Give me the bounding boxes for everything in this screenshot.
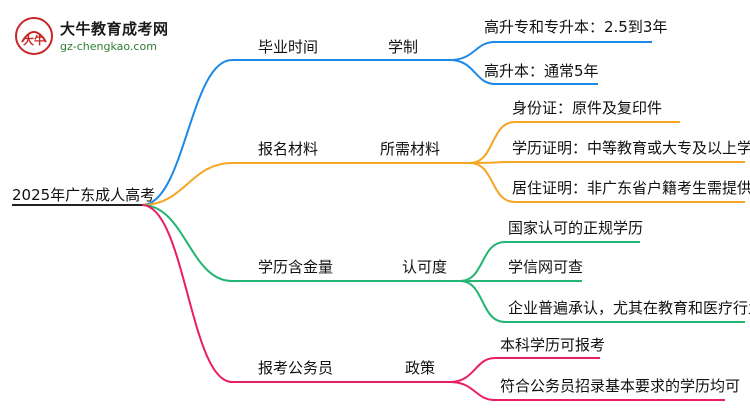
branch-sub-2: 认可度: [402, 258, 448, 276]
leaf-1-0: 身份证：原件及复印件: [512, 99, 663, 117]
branch-sub-3: 政策: [405, 359, 436, 377]
site-logo[interactable]: 大牛 大牛教育成考网 gz-chengkao.com: [8, 12, 208, 60]
leaf-2-2: 企业普遍承认，尤其在教育和医疗行业: [508, 299, 750, 317]
branch-connector-3: [141, 204, 725, 401]
leaf-3-1: 符合公务员招录基本要求的学历均可: [500, 377, 741, 395]
logo-glyph: 大牛: [23, 33, 45, 47]
leaf-1-2: 居住证明：非广东省户籍考生需提供: [512, 179, 750, 197]
leaf-0-1: 高升本：通常5年: [484, 62, 599, 80]
logo-url: gz-chengkao.com: [60, 40, 157, 53]
branch-label-1: 报名材料: [258, 140, 319, 158]
leaf-0-0: 高升专和专升本：2.5到3年: [484, 18, 668, 36]
logo-emblem-icon: 大牛: [15, 17, 53, 55]
branch-label-2: 学历含金量: [258, 258, 334, 276]
branch-sub-0: 学制: [388, 38, 419, 56]
branch-sub-1: 所需材料: [380, 140, 441, 158]
branch-label-0: 毕业时间: [258, 38, 319, 56]
branch-connector-0: [141, 41, 652, 206]
leaf-2-0: 国家认可的正规学历: [508, 219, 644, 237]
leaf-1-1: 学历证明：中等教育或大专及以上学历: [512, 139, 750, 157]
branch-connector-1: [141, 121, 745, 206]
branch-label-3: 报考公务员: [258, 359, 334, 377]
branch-connector-2: [141, 204, 745, 323]
leaf-3-0: 本科学历可报考: [500, 336, 606, 354]
logo-title: 大牛教育成考网: [60, 20, 169, 38]
leaf-2-1: 学信网可查: [508, 258, 584, 276]
root-node: 2025年广东成人高考: [12, 186, 156, 204]
